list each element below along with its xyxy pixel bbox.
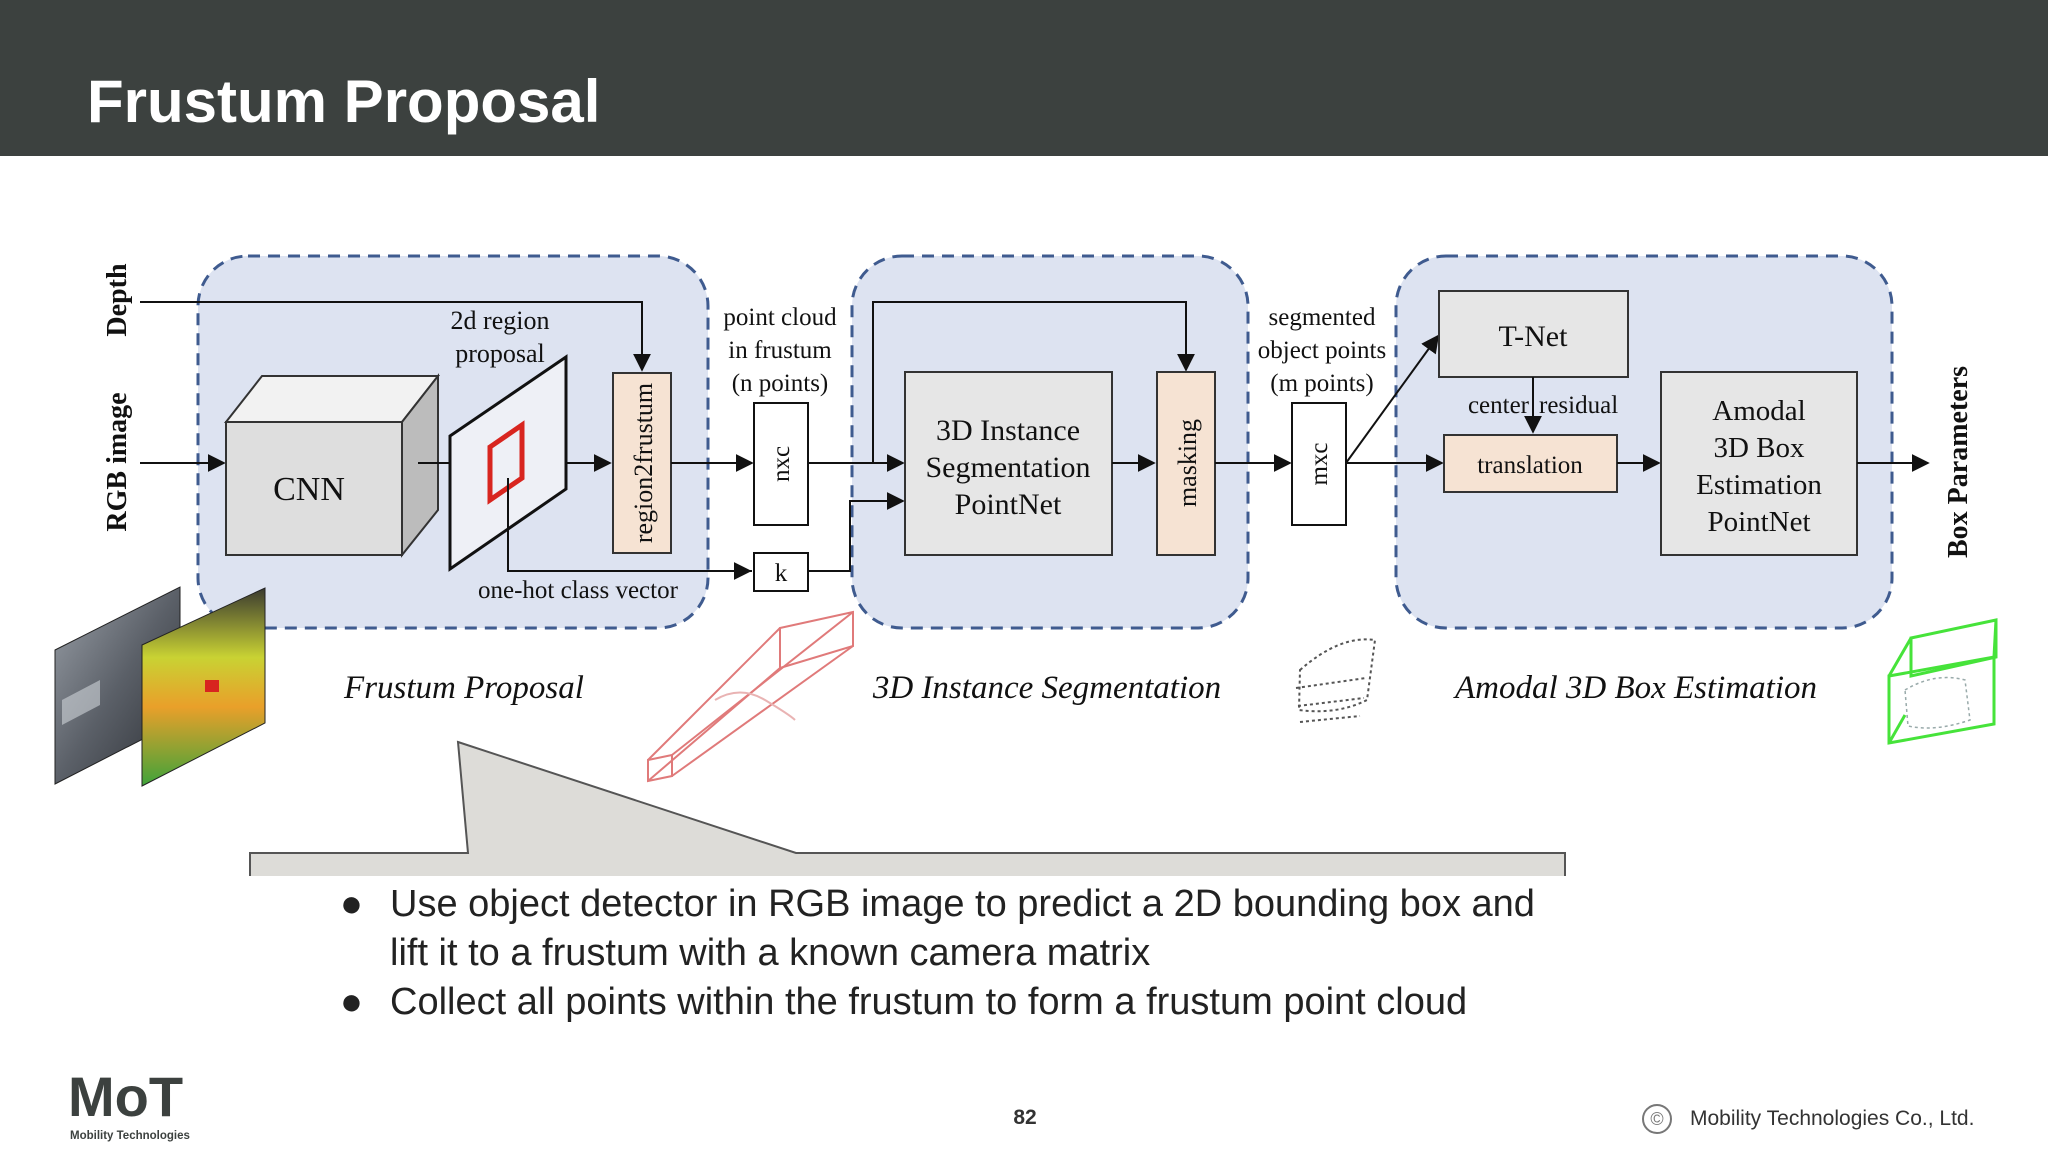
seg-pointnet-line2: Segmentation bbox=[926, 451, 1091, 484]
k-label: k bbox=[775, 560, 788, 587]
pointcloud-label-line1: point cloud bbox=[723, 304, 837, 331]
seg-pointnet-line3: PointNet bbox=[955, 488, 1062, 521]
box-pointnet-line2: 3D Box bbox=[1713, 432, 1805, 464]
k-to-seg-arrow bbox=[808, 492, 905, 572]
copyright-icon: © bbox=[1642, 1104, 1672, 1134]
region2frustum-block bbox=[612, 372, 672, 554]
mxc-to-tnet-arrow bbox=[1345, 334, 1440, 464]
stage2-caption: 3D Instance Segmentation bbox=[872, 670, 1221, 706]
region-proposal-label-line1: 2d region bbox=[451, 306, 550, 335]
stage1-caption: Frustum Proposal bbox=[343, 670, 584, 706]
segmented-points-illustration bbox=[1295, 638, 1377, 723]
region-proposal-plane bbox=[448, 354, 568, 572]
pointcloud-to-masking-arrow bbox=[872, 301, 1195, 463]
translation-label: translation bbox=[1477, 452, 1583, 479]
callout-bullet-1-text: Use object detector in RGB image to pred… bbox=[390, 883, 1535, 974]
tnet-label: T-Net bbox=[1499, 320, 1569, 353]
seg-pointnet-block bbox=[904, 371, 1113, 556]
pipeline-diagram: Depth RGB image CNN 2d region proposal r… bbox=[54, 254, 1998, 876]
bullet-dot-icon: ● bbox=[340, 981, 363, 1023]
segmented-label-line3: (m points) bbox=[1270, 370, 1373, 397]
callout-bullet-2: ● Collect all points within the frustum … bbox=[340, 978, 1540, 1027]
onehot-label: one-hot class vector bbox=[478, 577, 679, 604]
seg-pointnet-line1: 3D Instance bbox=[936, 414, 1080, 447]
bullet-dot-icon: ● bbox=[340, 883, 363, 925]
k-tensor bbox=[753, 552, 809, 592]
center-label: center bbox=[1468, 392, 1530, 419]
region-proposal-label-line2: proposal bbox=[455, 339, 545, 368]
stage3-caption: Amodal 3D Box Estimation bbox=[1453, 670, 1817, 706]
page-number: 82 bbox=[1013, 1106, 1037, 1129]
callout-bullet-1: ● Use object detector in RGB image to pr… bbox=[340, 880, 1540, 978]
frustum-wireframe-illustration bbox=[647, 610, 854, 783]
pointcloud-label-line3: (n points) bbox=[732, 370, 829, 397]
mxc-label: mxc bbox=[1306, 442, 1333, 485]
depth-arrow bbox=[140, 301, 651, 372]
rgb-image-label: RGB image bbox=[102, 392, 133, 531]
region2frustum-label: region2frustum bbox=[629, 383, 658, 543]
callout-bullet-2-text: Collect all points within the frustum to… bbox=[390, 981, 1468, 1023]
pointcloud-label-line2: in frustum bbox=[728, 337, 832, 364]
green-3d-box-illustration bbox=[1887, 618, 1998, 745]
masking-block bbox=[1156, 371, 1216, 556]
segmented-label-line2: object points bbox=[1258, 337, 1386, 364]
callout-bubble bbox=[249, 740, 1566, 876]
tnet-block bbox=[1438, 290, 1629, 378]
page-title: Frustum Proposal bbox=[87, 68, 601, 135]
nxc-tensor bbox=[753, 402, 809, 526]
cnn-block: CNN bbox=[223, 373, 441, 558]
mxc-tensor bbox=[1291, 402, 1347, 526]
box-parameters-label: Box Parameters bbox=[1943, 366, 1974, 558]
residual-label: residual bbox=[1539, 392, 1618, 419]
masking-label: masking bbox=[1173, 419, 1202, 507]
rgb-depth-input-images bbox=[54, 586, 266, 787]
onehot-line bbox=[507, 478, 752, 572]
depth-label: Depth bbox=[102, 263, 133, 337]
mot-logo: MoT Mobility Technologies bbox=[68, 1065, 190, 1142]
box-pointnet-block bbox=[1660, 371, 1858, 556]
company-name: Mobility Technologies Co., Ltd. bbox=[1690, 1107, 1975, 1130]
cnn-label: CNN bbox=[273, 471, 345, 508]
nxc-label: nxc bbox=[768, 446, 795, 482]
callout-text: ● Use object detector in RGB image to pr… bbox=[340, 880, 1540, 1027]
box-pointnet-line3: Estimation bbox=[1696, 469, 1822, 501]
box-pointnet-line4: PointNet bbox=[1707, 506, 1810, 538]
header-bar bbox=[0, 0, 2048, 156]
copyright-notice: © Mobility Technologies Co., Ltd. bbox=[1642, 1104, 1974, 1134]
roi-red-box bbox=[487, 420, 525, 505]
segmented-label-line1: segmented bbox=[1269, 304, 1376, 331]
logo-wordmark: MoT bbox=[68, 1065, 183, 1128]
logo-subtext: Mobility Technologies bbox=[70, 1130, 190, 1142]
box-pointnet-line1: Amodal bbox=[1712, 395, 1805, 427]
